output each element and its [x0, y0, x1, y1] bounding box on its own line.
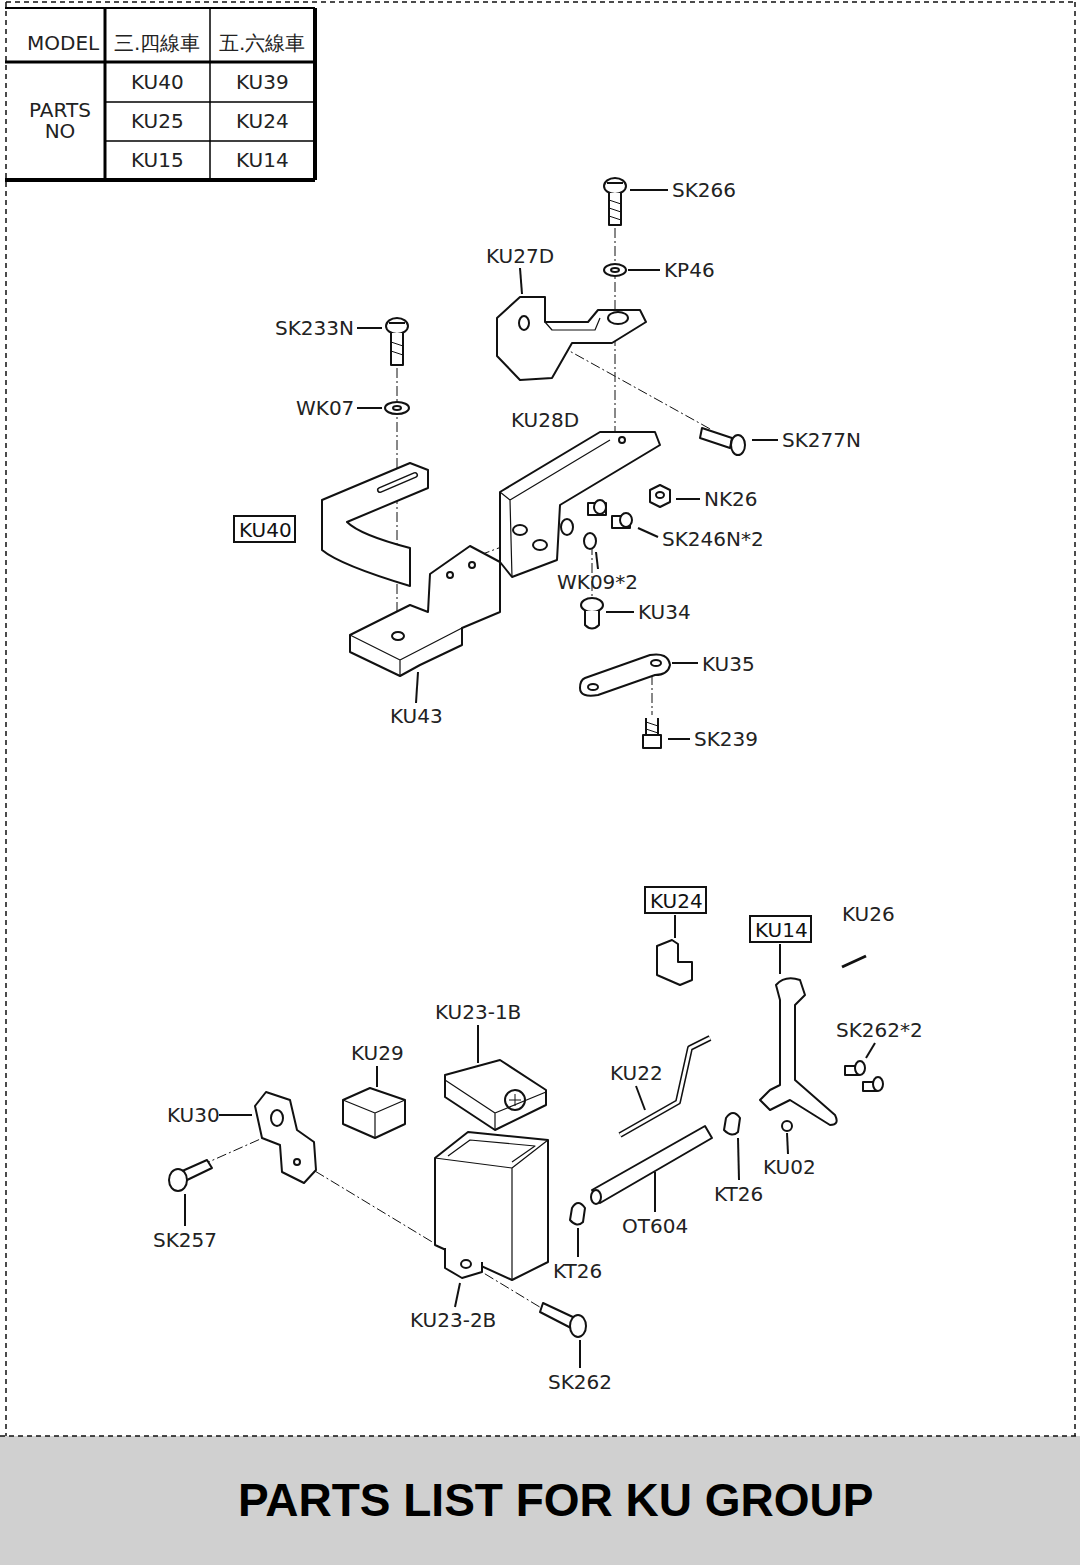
callout-label: KU28D — [511, 409, 579, 431]
callout-label: KT26 — [714, 1183, 763, 1205]
callout-label: KU22 — [610, 1062, 663, 1084]
callout-label: KU25 — [131, 110, 184, 132]
callout-label: KU29 — [351, 1042, 404, 1064]
callout-label: KU27D — [486, 245, 554, 267]
callout-label: KT26 — [553, 1260, 602, 1282]
page-title: PARTS LIST FOR KU GROUP — [238, 1473, 874, 1527]
callout-label: KU39 — [236, 71, 289, 93]
callout-label: NK26 — [704, 488, 758, 510]
callout-label: MODEL — [27, 32, 99, 54]
callout-label: KU30 — [167, 1104, 220, 1126]
callout-label: KU35 — [702, 653, 755, 675]
callout-label: KU02 — [763, 1156, 816, 1178]
callout-label: SK239 — [694, 728, 758, 750]
callout-label: KU14 — [236, 149, 289, 171]
callout-label: KU34 — [638, 601, 691, 623]
callout-label: OT604 — [622, 1215, 688, 1237]
callout-label: PARTS NO — [27, 100, 93, 142]
callout-label: KU40 — [131, 71, 184, 93]
boxed-part-number: KU14 — [749, 915, 812, 943]
callout-label: SK277N — [782, 429, 861, 451]
callout-label: KU23-1B — [435, 1001, 521, 1023]
callout-label: SK262 — [548, 1371, 612, 1393]
callout-label: SK257 — [153, 1229, 217, 1251]
callout-label: 三.四線車 — [114, 32, 200, 54]
callout-label: KU23-2B — [410, 1309, 496, 1331]
callout-label: SK266 — [672, 179, 736, 201]
callout-label: SK233N — [275, 317, 354, 339]
callout-label: WK09*2 — [557, 571, 638, 593]
callout-label: KU43 — [390, 705, 443, 727]
callout-label: 五.六線車 — [219, 32, 305, 54]
callout-label: KU26 — [842, 903, 895, 925]
callout-label: KP46 — [664, 259, 715, 281]
part-number: KU40 — [239, 519, 290, 541]
part-number: KU14 — [755, 919, 806, 941]
callout-label: KU15 — [131, 149, 184, 171]
boxed-part-number: KU40 — [233, 515, 296, 543]
callout-label: KU24 — [236, 110, 289, 132]
callout-label: SK246N*2 — [662, 528, 764, 550]
callout-label: WK07 — [296, 397, 354, 419]
boxed-part-number: KU24 — [644, 886, 707, 914]
part-number: KU24 — [650, 890, 701, 912]
callout-label: SK262*2 — [836, 1019, 923, 1041]
